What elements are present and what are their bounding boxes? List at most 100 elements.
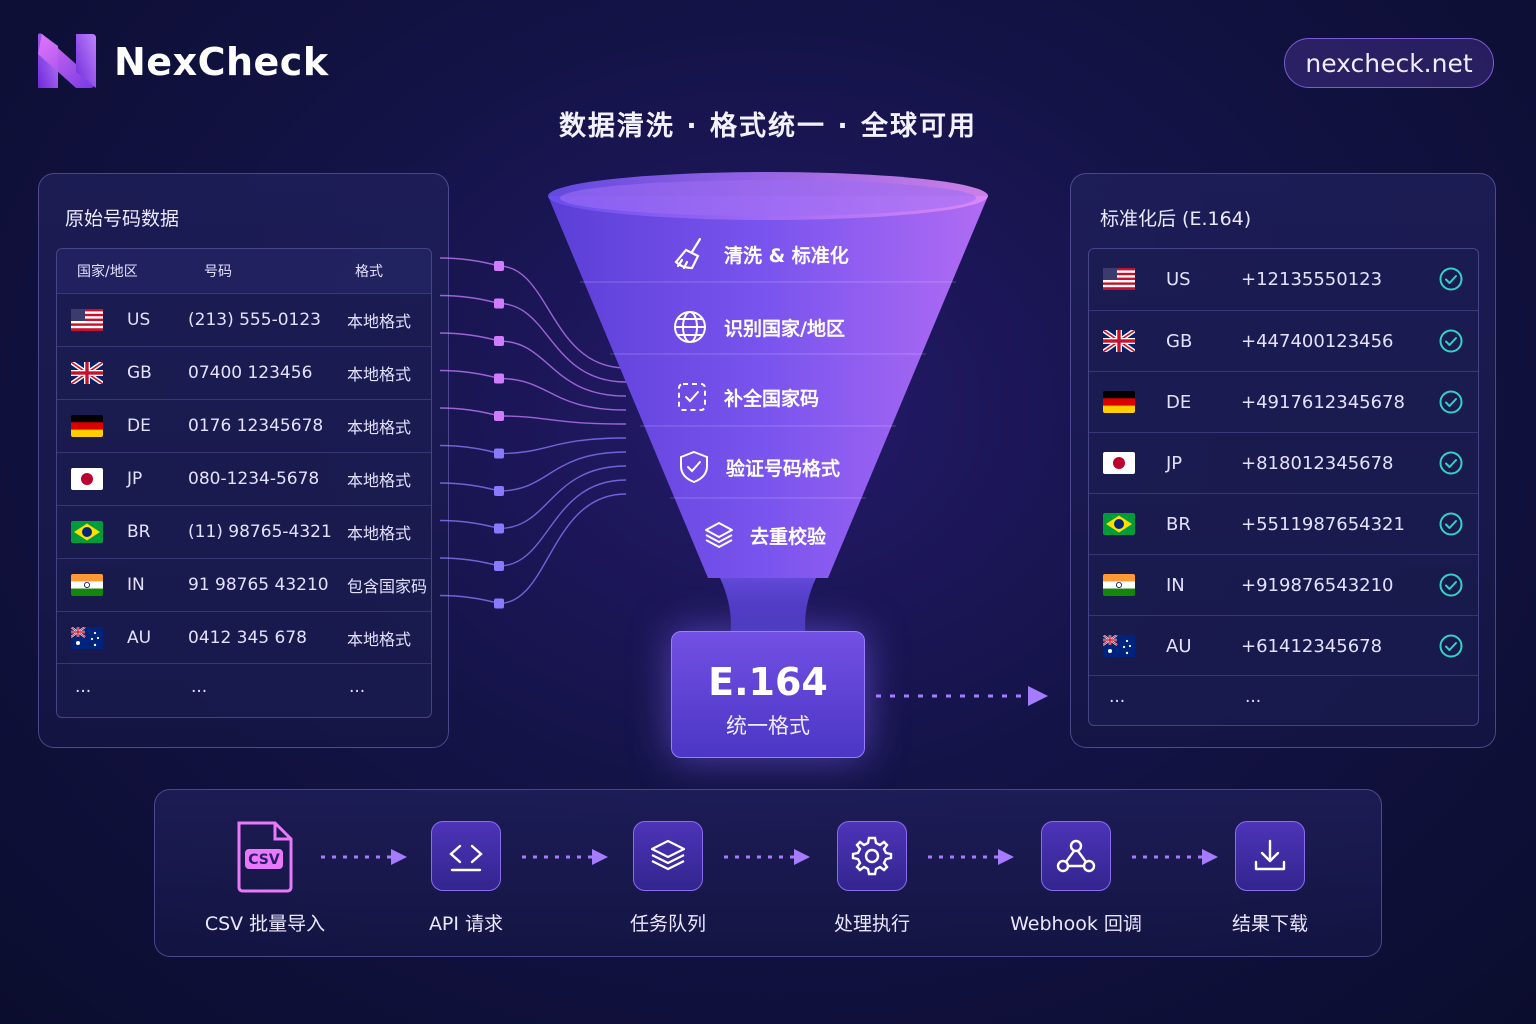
funnel-stage-complete: 补全国家码 [676, 381, 819, 413]
table-row: GB +447400123456 [1089, 310, 1478, 371]
e164-number: +818012345678 [1241, 452, 1394, 474]
format-type: 包含国家码 [347, 577, 428, 596]
domain-link[interactable]: nexcheck.net [1284, 38, 1494, 88]
connector-node [494, 448, 504, 459]
connector-line [440, 451, 627, 492]
phone-number: 0176 12345678 [188, 416, 324, 436]
check-circle-icon [1439, 573, 1463, 597]
shield-check-icon [680, 450, 708, 484]
layers-icon [633, 821, 703, 891]
e164-number: +4917612345678 [1241, 391, 1405, 413]
au-flag-icon [71, 627, 103, 649]
e164-number: +5511987654321 [1241, 513, 1405, 535]
column-header-number: 号码 [204, 264, 232, 280]
ellipsis: ··· [349, 681, 366, 702]
connector-line [440, 437, 627, 455]
phone-number: 0412 345 678 [188, 628, 307, 648]
country-code: US [1166, 269, 1191, 290]
connector-node [494, 486, 504, 496]
table-row: AU 0412 345 678 本地格式 [57, 611, 431, 664]
format-type: 本地格式 [347, 471, 412, 490]
processing-funnel [548, 172, 988, 638]
gb-flag-icon [71, 362, 103, 384]
table-header: 国家/地区 号码 格式 [57, 249, 431, 293]
step-label: 结果下载 [1231, 913, 1308, 935]
table-row: JP +818012345678 [1089, 432, 1478, 493]
e164-title: E.164 [708, 660, 828, 704]
check-circle-icon [1439, 512, 1463, 536]
country-code: AU [127, 628, 152, 648]
e164-output-box: E.164 统一格式 [671, 631, 865, 758]
stage-label: 识别国家/地区 [724, 317, 845, 340]
check-circle-icon [1439, 634, 1463, 658]
column-header-format: 格式 [355, 264, 383, 280]
dashed-check-icon [678, 383, 706, 411]
flow-arrow [724, 849, 810, 865]
webhook-icon [1041, 821, 1111, 891]
format-type: 本地格式 [347, 630, 412, 649]
workflow-step-6: 结果下载 [1170, 790, 1370, 936]
ellipsis: ··· [1109, 691, 1126, 712]
output-arrow [876, 686, 1048, 706]
country-code: BR [1166, 513, 1191, 535]
de-flag-icon [71, 415, 103, 437]
connector-line [440, 257, 627, 369]
connector-node [494, 411, 504, 421]
phone-number: 080-1234-5678 [188, 469, 320, 489]
csv-file-icon: CSV [230, 821, 300, 893]
check-circle-icon [1439, 267, 1463, 291]
connector-node [494, 373, 504, 384]
flow-arrow [321, 849, 407, 865]
connector-node [494, 336, 504, 346]
jp-flag-icon [71, 468, 103, 490]
us-flag-icon [71, 309, 103, 331]
raw-panel-title: 原始号码数据 [65, 208, 180, 230]
flow-arrow [928, 849, 1014, 865]
layers-icon [705, 522, 733, 548]
connector-node [494, 598, 504, 609]
step-label: 处理执行 [833, 913, 910, 935]
phone-number: (213) 555-0123 [188, 310, 321, 330]
au-flag-icon [1103, 635, 1135, 657]
country-code: BR [127, 522, 151, 542]
gb-flag-icon [1103, 330, 1135, 352]
check-circle-icon [1439, 329, 1463, 353]
country-code: JP [1166, 452, 1183, 474]
e164-number: +447400123456 [1241, 330, 1394, 352]
check-circle-icon [1439, 390, 1463, 414]
connector-node [494, 561, 504, 571]
step-label: 任务队列 [629, 913, 706, 935]
stage-label: 清洗 & 标准化 [724, 244, 849, 267]
connector-line [440, 294, 627, 383]
flow-arrow [1132, 849, 1218, 865]
connector-line [440, 493, 627, 605]
workflow-step-3: 任务队列 [568, 790, 768, 936]
country-code: DE [127, 416, 151, 436]
de-flag-icon [1103, 391, 1135, 413]
country-code: IN [127, 575, 145, 595]
table-row-ellipsis: ··· ··· ··· [57, 663, 431, 717]
workflow-step-4: 处理执行 [772, 790, 972, 936]
step-label: CSV 批量导入 [204, 913, 326, 935]
workflow-step-5: Webhook 回调 [976, 790, 1176, 936]
flow-arrow [522, 849, 608, 865]
table-row: IN+919876543210 [1089, 554, 1478, 615]
e164-number: +12135550123 [1241, 269, 1383, 290]
country-code: GB [1166, 330, 1193, 352]
step-label: Webhook 回调 [1010, 913, 1142, 935]
table-row: JP 080-1234-5678 本地格式 [57, 452, 431, 505]
connector-node [494, 298, 504, 309]
country-code: IN [1166, 574, 1185, 596]
code-icon [431, 821, 501, 891]
br-flag-icon [1103, 513, 1135, 535]
ellipsis: ··· [75, 681, 92, 702]
country-code: JP [127, 469, 143, 489]
